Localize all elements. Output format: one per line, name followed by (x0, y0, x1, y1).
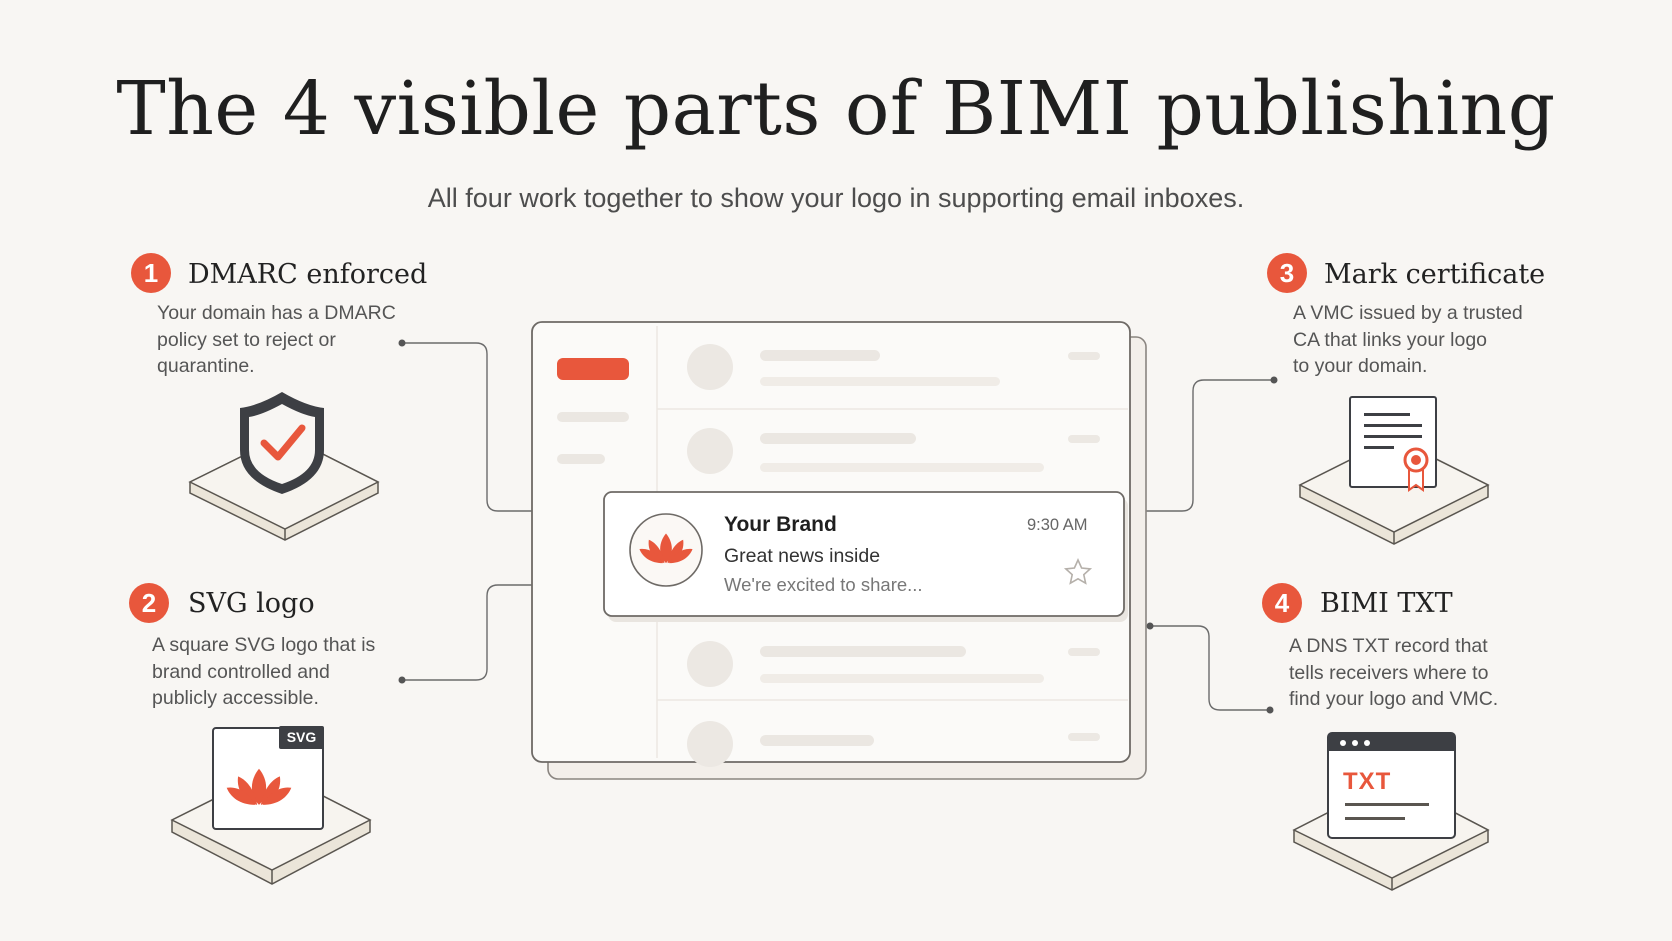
email-sender[interactable]: Your Brand (724, 513, 837, 536)
email-preview: We're excited to share... (724, 574, 923, 595)
email-subject[interactable]: Great news inside (724, 545, 881, 567)
part-title-svg: SVG logo (188, 588, 315, 619)
step-number-2: 2 (129, 583, 169, 623)
part-desc-svg: A square SVG logo that is brand controll… (152, 634, 376, 709)
email-time: 9:30 AM (1027, 516, 1088, 534)
txt-badge: TXT (1343, 768, 1392, 795)
part-desc-dmarc: Your domain has a DMARC policy set to re… (157, 302, 396, 377)
connector-vmc (1136, 379, 1274, 512)
email-card (603, 491, 1128, 622)
connector-lines (402, 342, 1274, 711)
connector-svg (402, 584, 615, 681)
part-desc-txt: A DNS TXT record that tells receivers wh… (1289, 635, 1499, 710)
svg-badge: SVG (286, 729, 317, 745)
compose-button-shape (557, 358, 629, 380)
connector-txt (1150, 625, 1270, 711)
step-number-1: 1 (131, 253, 171, 293)
part-title-dmarc: DMARC enforced (188, 259, 428, 290)
shield-check-icon (240, 392, 324, 494)
step-number-3: 3 (1267, 253, 1307, 293)
certificate-icon (1349, 396, 1437, 492)
part-desc-vmc: A VMC issued by a trusted CA that links … (1293, 302, 1523, 377)
page-subtitle: All four work together to show your logo… (427, 183, 1245, 213)
part-title-txt: BIMI TXT (1320, 588, 1453, 619)
page-title: The 4 visible parts of BIMI publishing (116, 66, 1556, 152)
platform-vmc (1298, 437, 1490, 545)
txt-record-icon (1327, 732, 1456, 839)
star-icon (1063, 558, 1093, 585)
svg-file-icon (212, 726, 324, 830)
connector-dmarc (402, 342, 593, 512)
part-title-vmc: Mark certificate (1324, 259, 1546, 290)
step-number-4: 4 (1262, 583, 1302, 623)
